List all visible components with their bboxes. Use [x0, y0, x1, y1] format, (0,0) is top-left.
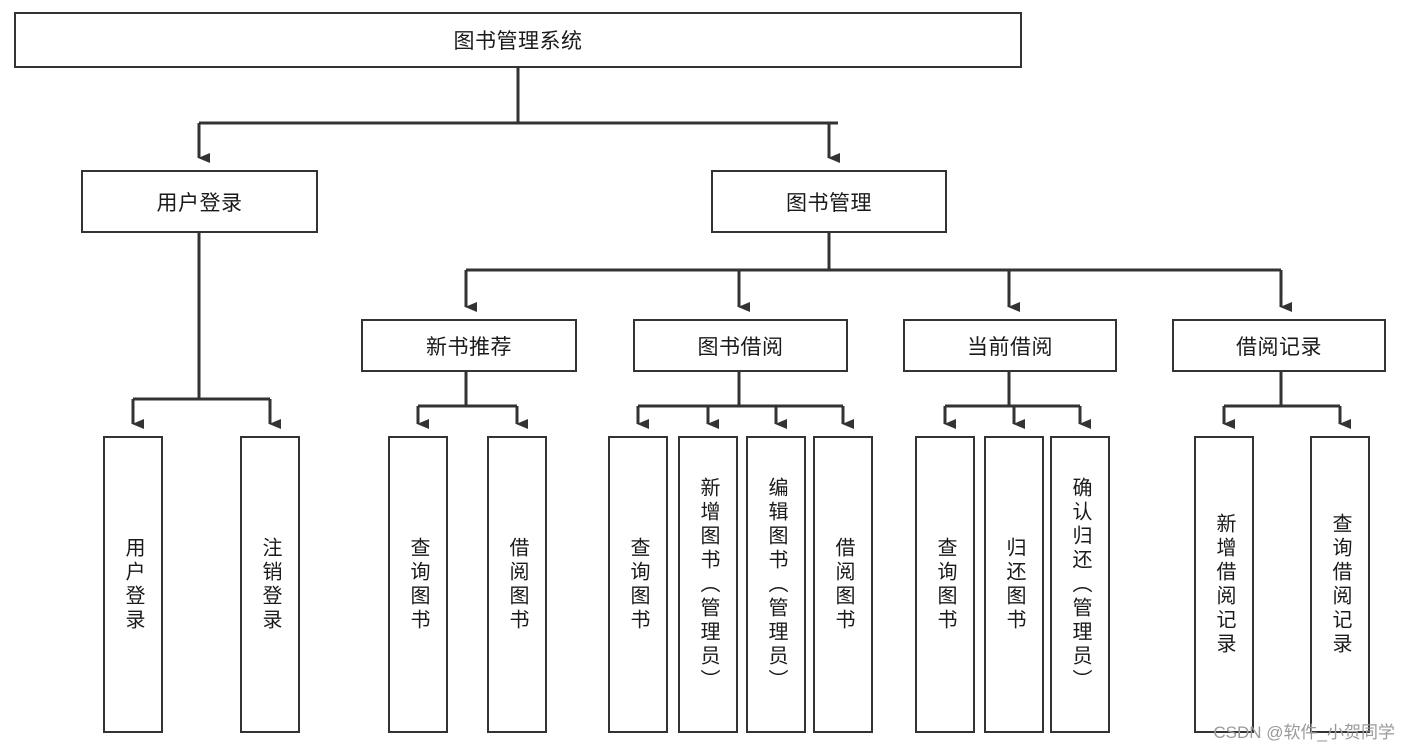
leaf-user-login[interactable]: 用户登录 — [103, 436, 163, 733]
leaf-query-book-cb[interactable]: 查询图书 — [915, 436, 975, 733]
leaf-confirm-return-admin[interactable]: 确认归还（管理员） — [1050, 436, 1110, 733]
node-current-borrow-label: 当前借阅 — [967, 335, 1053, 359]
leaf-query-book-cb-label: 查询图书 — [934, 536, 956, 633]
leaf-confirm-return-admin-label: 确认归还（管理员） — [1069, 476, 1091, 693]
node-book-management-label: 图书管理 — [786, 191, 872, 215]
leaf-logout[interactable]: 注销登录 — [240, 436, 300, 733]
node-borrow-record-label: 借阅记录 — [1236, 335, 1322, 359]
node-new-book-recommend-label: 新书推荐 — [426, 335, 512, 359]
leaf-query-book-nb-label: 查询图书 — [407, 536, 429, 633]
node-book-borrow-label: 图书借阅 — [697, 335, 784, 359]
leaf-add-borrow-record[interactable]: 新增借阅记录 — [1194, 436, 1254, 733]
leaf-return-book[interactable]: 归还图书 — [984, 436, 1044, 733]
leaf-borrow-book-bb[interactable]: 借阅图书 — [813, 436, 873, 733]
leaf-add-book-admin[interactable]: 新增图书（管理员） — [678, 436, 738, 733]
leaf-add-book-admin-label: 新增图书（管理员） — [697, 476, 719, 693]
leaf-borrow-book-nb[interactable]: 借阅图书 — [487, 436, 547, 733]
leaf-query-borrow-record[interactable]: 查询借阅记录 — [1310, 436, 1370, 733]
node-user-login[interactable]: 用户登录 — [81, 170, 318, 233]
leaf-borrow-book-nb-label: 借阅图书 — [506, 536, 528, 633]
node-root[interactable]: 图书管理系统 — [14, 12, 1022, 68]
leaf-query-book-bb-label: 查询图书 — [627, 536, 649, 633]
node-borrow-record[interactable]: 借阅记录 — [1172, 319, 1386, 372]
leaf-edit-book-admin[interactable]: 编辑图书（管理员） — [746, 436, 806, 733]
node-current-borrow[interactable]: 当前借阅 — [903, 319, 1117, 372]
leaf-user-login-label: 用户登录 — [122, 536, 144, 633]
node-new-book-recommend[interactable]: 新书推荐 — [361, 319, 577, 372]
leaf-edit-book-admin-label: 编辑图书（管理员） — [765, 476, 787, 693]
leaf-query-book-bb[interactable]: 查询图书 — [608, 436, 668, 733]
leaf-borrow-book-bb-label: 借阅图书 — [832, 536, 854, 633]
leaf-add-borrow-record-label: 新增借阅记录 — [1213, 512, 1235, 657]
node-root-label: 图书管理系统 — [453, 30, 583, 53]
leaf-logout-label: 注销登录 — [259, 536, 281, 633]
node-user-login-label: 用户登录 — [156, 191, 243, 215]
leaf-query-book-nb[interactable]: 查询图书 — [388, 436, 448, 733]
node-book-borrow[interactable]: 图书借阅 — [633, 319, 848, 372]
leaf-query-borrow-record-label: 查询借阅记录 — [1329, 512, 1351, 657]
leaf-return-book-label: 归还图书 — [1003, 536, 1025, 633]
node-book-management[interactable]: 图书管理 — [711, 170, 947, 233]
